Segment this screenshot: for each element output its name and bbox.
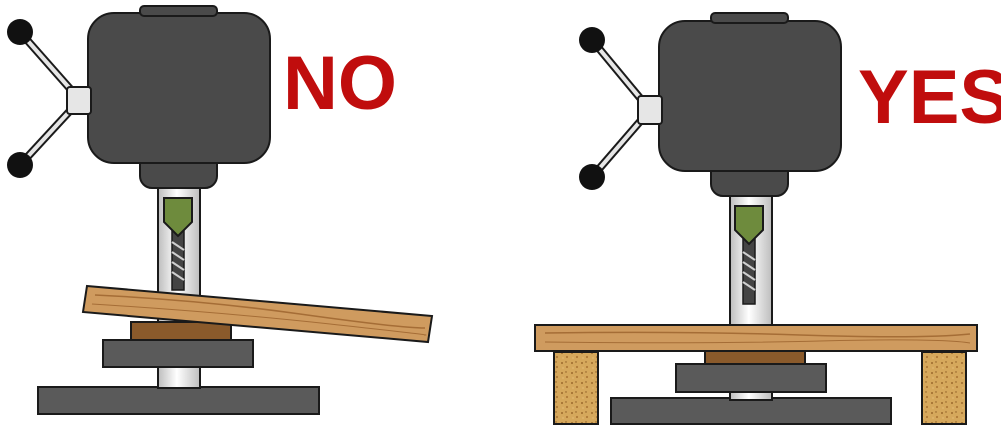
support-block-icon: [553, 351, 599, 425]
drill-bit: [742, 235, 756, 305]
motor-housing: [87, 12, 271, 164]
feed-handle: [579, 27, 663, 190]
chuck: [163, 197, 193, 238]
chuck: [734, 205, 764, 246]
motor-housing: [658, 20, 842, 172]
drill-bit: [171, 225, 185, 291]
verdict-no: NO: [283, 41, 397, 126]
drill-table: [675, 363, 827, 393]
drill-table: [102, 339, 254, 368]
base-plate: [610, 397, 892, 425]
wood-board-icon: [81, 284, 434, 344]
base-plate: [37, 386, 320, 415]
verdict-yes: YES: [858, 55, 1001, 140]
shim-block: [130, 321, 232, 341]
feed-handle: [7, 19, 92, 178]
panel-no: NO: [7, 5, 434, 415]
support-block-icon: [921, 351, 967, 425]
wood-board-icon: [534, 324, 978, 352]
panel-yes: YES: [534, 12, 1001, 425]
